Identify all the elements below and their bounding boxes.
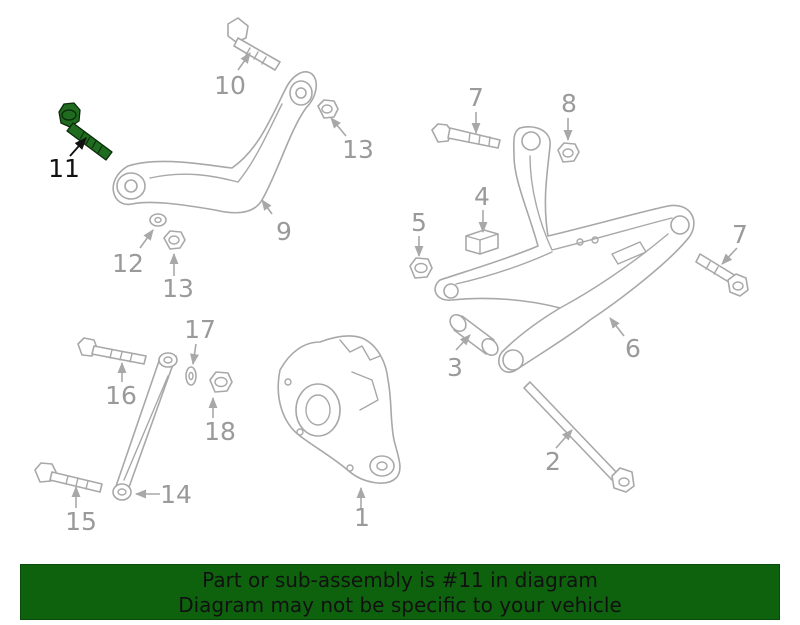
upper-control-arm-part-9[interactable]	[112, 71, 318, 214]
leader-line-3	[455, 334, 471, 351]
leader-line-13-upper	[330, 117, 347, 137]
leader-line-2	[555, 429, 573, 449]
callout-3: 3	[447, 353, 463, 382]
bolt-part-16[interactable]	[77, 337, 147, 365]
callout-7-right: 7	[732, 220, 748, 249]
callout-14: 14	[160, 480, 192, 509]
leader-line-17	[190, 343, 199, 366]
bolt-part-10[interactable]	[227, 17, 281, 71]
leader-line-12	[139, 229, 154, 249]
bushing-sleeve-part-3[interactable]	[447, 312, 501, 359]
banner-line-disclaimer: Diagram may not be specific to your vehi…	[178, 593, 622, 617]
callout-5: 5	[411, 208, 427, 237]
callout-1: 1	[354, 503, 370, 532]
nut-part-13-upper[interactable]	[317, 99, 339, 119]
bolt-part-7-left[interactable]	[431, 123, 501, 149]
callout-12: 12	[112, 249, 144, 278]
nut-part-8[interactable]	[557, 142, 580, 163]
bolt-part-15[interactable]	[34, 462, 103, 493]
leader-line-9	[261, 199, 273, 215]
leader-line-11	[69, 137, 87, 157]
callout-6: 6	[625, 334, 641, 363]
callout-15: 15	[65, 507, 97, 536]
callout-2: 2	[545, 447, 561, 476]
washer-part-17[interactable]	[185, 366, 197, 386]
bolt-part-11-highlighted[interactable]	[58, 102, 113, 161]
info-banner: Part or sub-assembly is #11 in diagram D…	[20, 564, 780, 620]
callout-11: 11	[48, 154, 80, 183]
exploded-parts-diagram: 10 11 9 13 12 13 7 8 4 5 7 6 3 2 16 17 1…	[34, 17, 749, 536]
callout-13-lower: 13	[162, 274, 194, 303]
callout-8: 8	[561, 89, 577, 118]
callout-4: 4	[474, 182, 490, 211]
leader-line-7-right	[721, 247, 738, 265]
bolt-part-7-right[interactable]	[695, 253, 749, 297]
callout-17: 17	[184, 315, 216, 344]
callout-16: 16	[105, 381, 137, 410]
callout-13-upper: 13	[342, 135, 374, 164]
nut-part-13-lower[interactable]	[163, 230, 186, 250]
nut-part-18[interactable]	[209, 371, 233, 393]
callout-10: 10	[214, 71, 246, 100]
leader-line-6	[609, 317, 625, 337]
leader-line-10	[237, 52, 251, 71]
callout-7-left: 7	[468, 83, 484, 112]
nut-part-5[interactable]	[409, 257, 433, 279]
callout-9: 9	[276, 217, 292, 246]
bushing-part-4[interactable]	[465, 229, 499, 255]
lower-control-arm-part-6[interactable]	[434, 126, 695, 373]
callout-18: 18	[204, 417, 236, 446]
washer-part-12[interactable]	[149, 213, 167, 227]
trailing-link-part-14[interactable]	[112, 352, 178, 501]
knuckle-part-1[interactable]	[277, 335, 401, 484]
banner-line-part-reference: Part or sub-assembly is #11 in diagram	[202, 568, 598, 592]
long-bolt-part-2[interactable]	[523, 381, 635, 493]
